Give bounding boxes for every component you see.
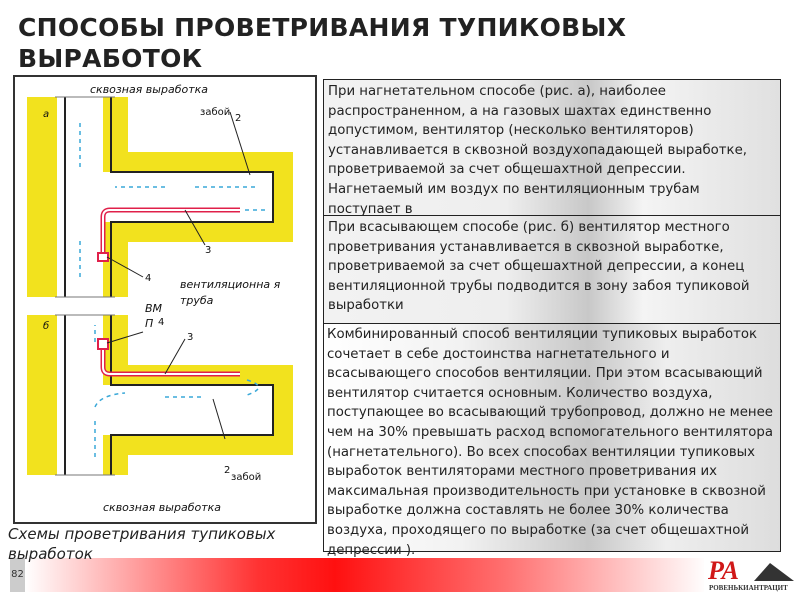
svg-text:РОВЕНЬКИАНТРАЦИТ: РОВЕНЬКИАНТРАЦИТ <box>709 584 788 592</box>
label-face-b: забой <box>231 472 262 483</box>
label-through-drift-b: сквозная выработка <box>103 501 221 514</box>
label-num-2: 2 <box>235 113 242 124</box>
label-face-a: забой <box>200 107 231 118</box>
text-block-combined: Комбинированный способ вентиляции тупико… <box>323 323 781 558</box>
diagram-caption: Схемы проветривания тупиковых выработок <box>8 525 276 563</box>
text-block-exhaust: При всасывающем способе (рис. б) вентиля… <box>323 215 781 324</box>
airflow-arrows <box>79 122 265 457</box>
text-block-combined-text: Комбинированный способ вентиляции тупико… <box>327 327 774 558</box>
label-num-3: 3 <box>205 245 212 256</box>
company-logo: РА РОВЕНЬКИАНТРАЦИТ <box>704 553 798 593</box>
label-fig-a: а <box>43 109 50 120</box>
label-num-4: 4 <box>145 273 152 284</box>
label-num-2b: 2 <box>224 465 231 476</box>
text-block-forcing: При нагнетательном способе (рис. а), наи… <box>323 79 781 216</box>
diagram-drawing <box>27 96 293 476</box>
svg-text:РА: РА <box>707 556 739 585</box>
label-fan: ВМ П <box>145 302 163 330</box>
fan-b-icon <box>97 338 109 350</box>
label-through-drift-a: сквозная выработка <box>90 83 208 96</box>
label-num-4b: 4 <box>158 317 165 328</box>
label-fig-b: б <box>43 321 50 332</box>
fan-a-icon <box>97 252 109 262</box>
ventilation-diagram: сквозная выработка а забой 2 3 4 вентиля… <box>13 75 317 524</box>
footer-band <box>25 558 800 592</box>
page-number: 82 <box>10 558 25 592</box>
label-num-3b: 3 <box>187 332 194 343</box>
label-pipe: вентиляционна я труба <box>180 278 281 307</box>
slide-title: СПОСОБЫ ПРОВЕТРИВАНИЯ ТУПИКОВЫХ ВЫРАБОТО… <box>18 13 627 70</box>
